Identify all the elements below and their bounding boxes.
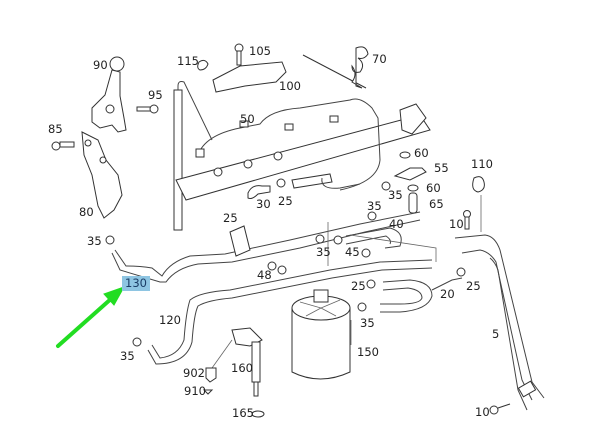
clamp-part-25d bbox=[456, 267, 466, 277]
bolt-part-10b bbox=[489, 403, 511, 415]
plug-part-910 bbox=[202, 389, 214, 395]
part-label-70[interactable]: 70 bbox=[372, 52, 387, 66]
fuel-rail bbox=[175, 114, 431, 201]
plate-part-100 bbox=[212, 61, 287, 93]
part-label-35c[interactable]: 35 bbox=[87, 234, 102, 248]
clamp-part-110 bbox=[472, 176, 485, 193]
pointer-arrow bbox=[56, 286, 126, 348]
clamp-part-35d bbox=[315, 234, 325, 244]
clamp-part-35b bbox=[367, 211, 377, 221]
part-label-105[interactable]: 105 bbox=[249, 44, 271, 58]
part-label-25a[interactable]: 25 bbox=[278, 194, 293, 208]
part-label-25b[interactable]: 25 bbox=[223, 211, 238, 225]
valve-part-65 bbox=[408, 192, 418, 214]
part-label-40[interactable]: 40 bbox=[389, 217, 404, 231]
hose-part-40 bbox=[345, 227, 402, 249]
part-label-910[interactable]: 910 bbox=[184, 384, 206, 398]
injector-part bbox=[173, 89, 183, 231]
clamp-part-25b bbox=[276, 178, 286, 188]
bracket-part-80 bbox=[81, 131, 123, 219]
screw-part-105 bbox=[234, 43, 244, 66]
part-label-35a[interactable]: 35 bbox=[388, 188, 403, 202]
clamp-part-45 bbox=[361, 248, 371, 258]
clamp-part-35f bbox=[357, 302, 367, 312]
part-label-130-highlighted[interactable]: 130 bbox=[122, 276, 150, 291]
connector-part-902 bbox=[205, 367, 217, 383]
part-label-20[interactable]: 20 bbox=[440, 287, 455, 301]
part-label-60b[interactable]: 60 bbox=[426, 181, 441, 195]
seal-part-165 bbox=[251, 410, 265, 418]
part-label-160[interactable]: 160 bbox=[231, 361, 253, 375]
part-label-25d[interactable]: 25 bbox=[466, 279, 481, 293]
part-label-10a[interactable]: 10 bbox=[449, 217, 464, 231]
bolt-part-85 bbox=[51, 141, 75, 151]
connector-part-55 bbox=[393, 167, 427, 181]
part-label-55[interactable]: 55 bbox=[434, 161, 449, 175]
part-label-45[interactable]: 45 bbox=[345, 245, 360, 259]
part-label-115[interactable]: 115 bbox=[177, 54, 199, 68]
part-label-85[interactable]: 85 bbox=[48, 122, 63, 136]
sensor-part-160 bbox=[231, 327, 263, 397]
part-label-35b[interactable]: 35 bbox=[367, 199, 382, 213]
clamp-part-25c bbox=[366, 279, 376, 289]
part-label-110[interactable]: 110 bbox=[471, 157, 493, 171]
part-label-80[interactable]: 80 bbox=[79, 205, 94, 219]
part-label-25c[interactable]: 25 bbox=[351, 279, 366, 293]
bolt-part-10a bbox=[463, 210, 471, 230]
clip-part-115 bbox=[197, 59, 209, 71]
part-label-50[interactable]: 50 bbox=[240, 112, 255, 126]
part-label-902[interactable]: 902 bbox=[183, 366, 205, 380]
bracket-part-90 bbox=[91, 56, 127, 133]
part-label-165[interactable]: 165 bbox=[232, 406, 254, 420]
part-label-100[interactable]: 100 bbox=[279, 79, 301, 93]
part-label-90[interactable]: 90 bbox=[93, 58, 108, 72]
part-label-150[interactable]: 150 bbox=[357, 345, 379, 359]
hose-part-20 bbox=[380, 279, 433, 313]
clip-part-70 bbox=[351, 46, 369, 89]
fuel-filter-part-150 bbox=[291, 289, 351, 380]
part-label-65[interactable]: 65 bbox=[429, 197, 444, 211]
part-label-10b[interactable]: 10 bbox=[475, 405, 490, 419]
part-label-30[interactable]: 30 bbox=[256, 197, 271, 211]
clamp-part-35e bbox=[132, 337, 142, 347]
clamp-part-35 bbox=[105, 235, 115, 245]
seal-ring-part-60 bbox=[399, 151, 411, 159]
hose-part-120 bbox=[151, 259, 433, 359]
elbow-part-30 bbox=[247, 185, 271, 199]
pipe-part-5 bbox=[454, 234, 545, 399]
injector-lines-part-50 bbox=[197, 98, 381, 191]
part-label-5[interactable]: 5 bbox=[492, 327, 500, 341]
part-label-95[interactable]: 95 bbox=[148, 88, 163, 102]
clamps-part-48 bbox=[267, 261, 287, 275]
bolt-part-95 bbox=[136, 104, 159, 114]
seal-ring-part-60b bbox=[407, 184, 419, 192]
clamp-part-35a bbox=[381, 181, 391, 191]
part-label-35d[interactable]: 35 bbox=[316, 245, 331, 259]
clamp-part-35c bbox=[333, 235, 343, 245]
part-label-35f[interactable]: 35 bbox=[360, 316, 375, 330]
part-label-35e[interactable]: 35 bbox=[120, 349, 135, 363]
part-label-60[interactable]: 60 bbox=[414, 146, 429, 160]
part-label-120[interactable]: 120 bbox=[159, 313, 181, 327]
hose-part-130 bbox=[114, 211, 421, 277]
part-label-48[interactable]: 48 bbox=[257, 268, 272, 282]
